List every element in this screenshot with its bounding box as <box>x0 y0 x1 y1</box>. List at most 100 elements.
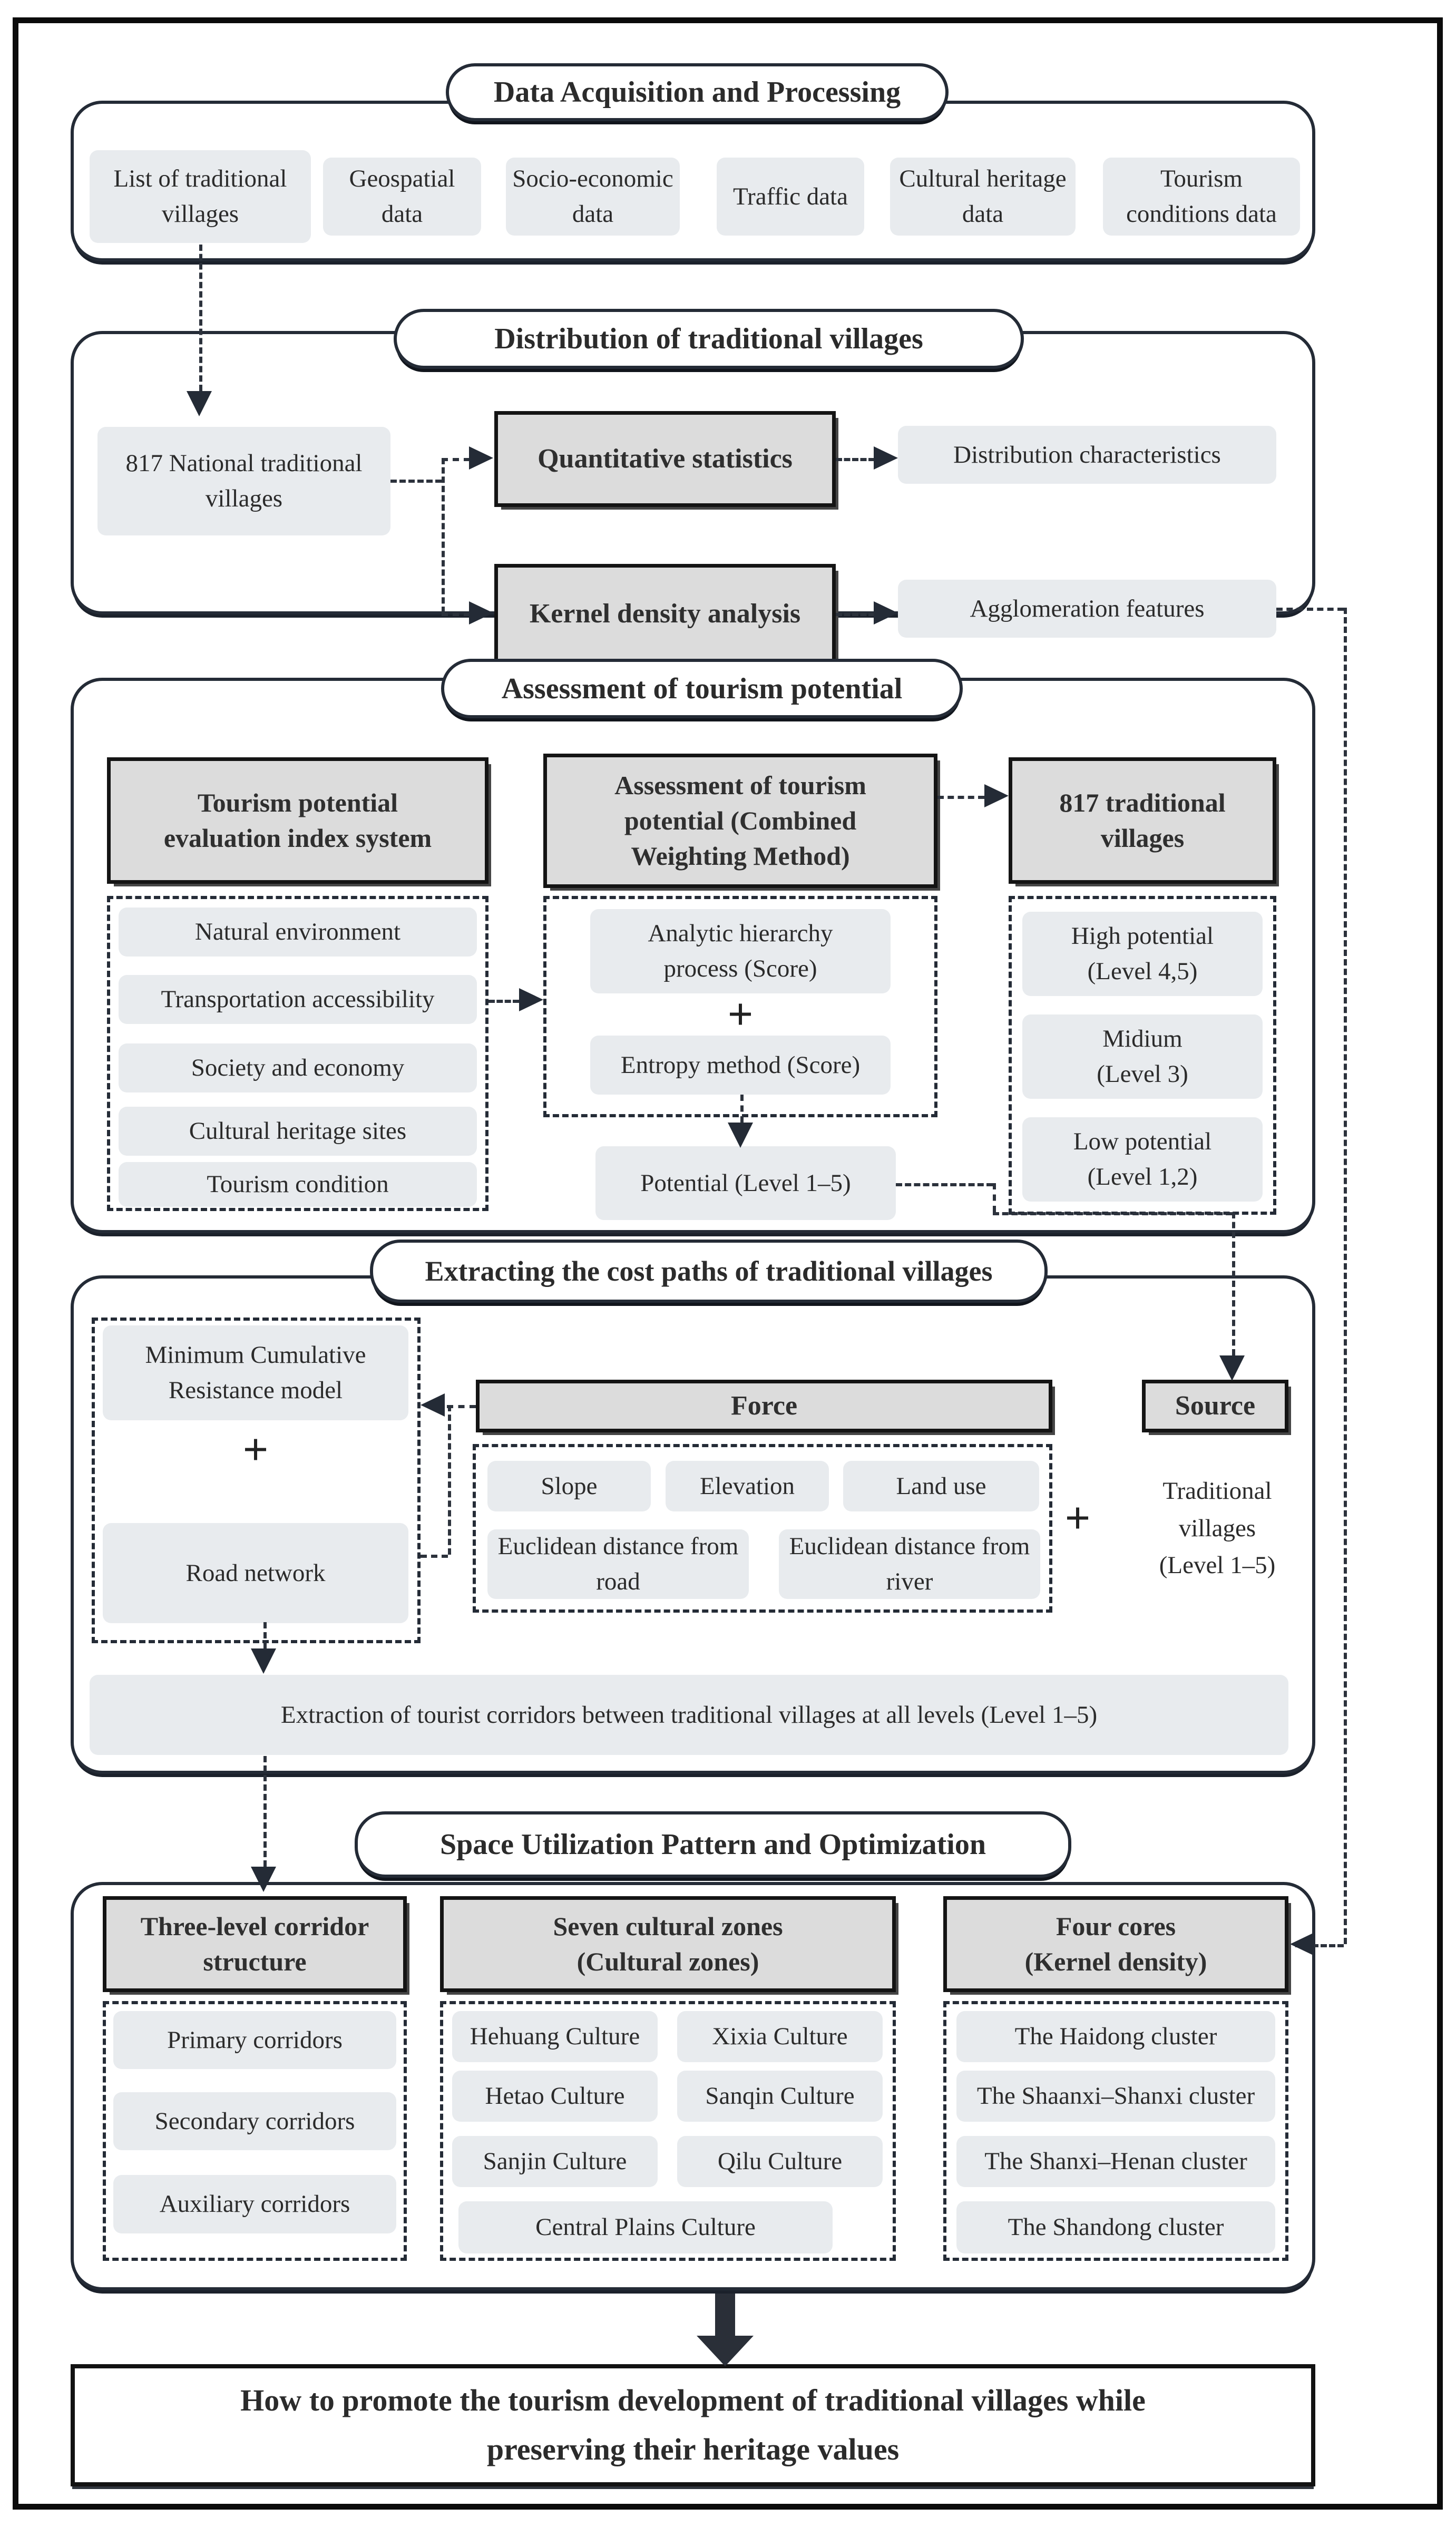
box-label: Euclidean distance from road <box>497 1533 739 1595</box>
header-quantitative-statistics: Quantitative statistics <box>494 411 836 507</box>
header-combined-weighting: Assessment of tourism potential (Combine… <box>543 754 937 888</box>
header-line: 817 traditional <box>1059 788 1226 817</box>
title-distribution-label: Distribution of traditional villages <box>494 323 923 355</box>
final-question-box: How to promote the tourism development o… <box>71 2364 1315 2486</box>
final-line: preserving their heritage values <box>486 2432 900 2466</box>
box-socio-economic-data: Socio-economic data <box>506 158 680 236</box>
text-line: villages <box>1178 1514 1256 1542</box>
box-label: Secondary corridors <box>154 2107 355 2135</box>
connector-817-branch-vertical <box>442 458 445 613</box>
box-geospatial-data: Geospatial data <box>323 158 481 236</box>
box-label: Auxiliary corridors <box>159 2190 350 2218</box>
box-label: Xixia Culture <box>712 2023 848 2051</box>
box-line: (Level 1,2) <box>1087 1163 1198 1191</box>
connector-criteria-to-method <box>488 1000 519 1003</box>
box-label: Extraction of tourist corridors between … <box>280 1701 1098 1729</box>
box-label: Sanqin Culture <box>705 2082 855 2110</box>
arrowhead-rail-to-cores <box>1290 1933 1314 1956</box>
header-line: (Cultural zones) <box>576 1947 759 1976</box>
box-label: Traffic data <box>733 182 848 210</box>
box-label: Sanjin Culture <box>483 2148 627 2175</box>
header-line: Four cores <box>1056 1911 1176 1941</box>
arrowhead-to-quant <box>469 446 493 470</box>
box-xixia-culture: Xixia Culture <box>677 2011 883 2062</box>
connector-potential-down1 <box>993 1183 996 1212</box>
box-label: 817 National traditional villages <box>125 450 363 512</box>
connector-potential-to-source <box>1232 1212 1235 1355</box>
arrowhead-force-to-mcr <box>421 1393 445 1417</box>
header-line: Weighting Method) <box>631 841 850 871</box>
box-society-and-economy: Society and economy <box>119 1043 477 1092</box>
arrowhead-quant-to-dist <box>874 446 898 470</box>
header-line: (Kernel density) <box>1024 1947 1207 1976</box>
connector-potential-right <box>896 1183 993 1186</box>
title-data-acquisition-label: Data Acquisition and Processing <box>493 76 901 109</box>
title-assessment: Assessment of tourism potential <box>441 659 963 718</box>
box-label: Distribution characteristics <box>953 441 1221 469</box>
box-sanjin-culture: Sanjin Culture <box>452 2136 658 2187</box>
box-land-use: Land use <box>843 1461 1039 1511</box>
group-corridors <box>103 2001 407 2261</box>
box-agglomeration-features: Agglomeration features <box>898 580 1276 638</box>
final-arrow-head <box>697 2336 754 2366</box>
connector-to-quant <box>442 458 470 461</box>
arrowhead-s1-to-s2 <box>187 391 212 416</box>
box-tourism-condition: Tourism condition <box>119 1162 477 1207</box>
plus-force-source: + <box>1054 1486 1101 1549</box>
box-label: Road network <box>185 1559 326 1587</box>
box-label: Qilu Culture <box>717 2148 843 2175</box>
connector-s1-to-s2 <box>199 245 202 391</box>
outer-frame <box>13 17 1443 2510</box>
header-line: Seven cultural zones <box>553 1911 783 1941</box>
arrowhead-to-kernel <box>469 601 493 625</box>
connector-method-to-villages <box>937 796 984 799</box>
header-index-system: Tourism potential evaluation index syste… <box>107 757 488 884</box>
connector-force-left-stub <box>421 1555 448 1558</box>
box-entropy-method: Entropy method (Score) <box>590 1036 891 1095</box>
header-label: Quantitative statistics <box>538 444 793 474</box>
box-analytic-hierarchy-process: Analytic hierarchy process (Score) <box>590 909 891 993</box>
header-label: Kernel density analysis <box>529 599 801 629</box>
plus-mcr-road: + <box>103 1423 408 1476</box>
box-label: The Shanxi–Henan cluster <box>984 2148 1247 2175</box>
box-label: Primary corridors <box>167 2026 343 2054</box>
box-mcr-model: Minimum Cumulative Resistance model <box>103 1325 408 1420</box>
box-list-of-traditional-villages: List of traditional villages <box>90 150 311 243</box>
box-label: Minimum Cumulative Resistance model <box>145 1341 366 1404</box>
arrowhead-to-extraction <box>251 1648 276 1674</box>
box-primary-corridors: Primary corridors <box>113 2011 396 2069</box>
box-label: Cultural heritage sites <box>189 1117 407 1145</box>
connector-quant-to-dist <box>836 458 875 461</box>
box-label: Entropy method (Score) <box>620 1051 861 1079</box>
box-label: Tourism condition <box>207 1170 389 1198</box>
box-label: Land use <box>896 1472 986 1500</box>
box-transportation-accessibility: Transportation accessibility <box>119 975 477 1024</box>
box-label: The Shandong cluster <box>1008 2213 1224 2241</box>
box-low-potential: Low potential (Level 1,2) <box>1022 1117 1263 1202</box>
box-cultural-heritage-sites: Cultural heritage sites <box>119 1107 477 1156</box>
box-label: Slope <box>541 1472 598 1500</box>
arrowhead-to-potential <box>728 1123 753 1148</box>
header-817-villages: 817 traditional villages <box>1009 757 1276 884</box>
box-label: List of traditional villages <box>113 165 287 228</box>
final-line: How to promote the tourism development o… <box>240 2383 1146 2418</box>
box-label: Geospatial data <box>349 165 455 228</box>
box-auxiliary-corridors: Auxiliary corridors <box>113 2175 396 2233</box>
box-distribution-characteristics: Distribution characteristics <box>898 426 1276 484</box>
box-label: Potential (Level 1–5) <box>640 1169 851 1197</box>
group-mcr-model <box>92 1318 421 1643</box>
text-line: (Level 1–5) <box>1159 1552 1276 1579</box>
box-hetao-culture: Hetao Culture <box>452 2071 658 2122</box>
connector-rail-to-cores <box>1295 1944 1344 1947</box>
header-force: Force <box>476 1380 1052 1432</box>
box-label: Cultural heritage data <box>899 165 1067 228</box>
box-sanqin-culture: Sanqin Culture <box>677 2071 883 2122</box>
box-shanxi-henan-cluster: The Shanxi–Henan cluster <box>956 2136 1275 2187</box>
plus-sign: + <box>727 989 754 1039</box>
connector-right-rail <box>1344 608 1347 1944</box>
connector-force-left-down <box>448 1405 451 1555</box>
box-cultural-heritage-data: Cultural heritage data <box>890 158 1076 236</box>
plus-ahp-entropy: + <box>590 989 891 1039</box>
header-line: Assessment of tourism <box>614 770 866 800</box>
